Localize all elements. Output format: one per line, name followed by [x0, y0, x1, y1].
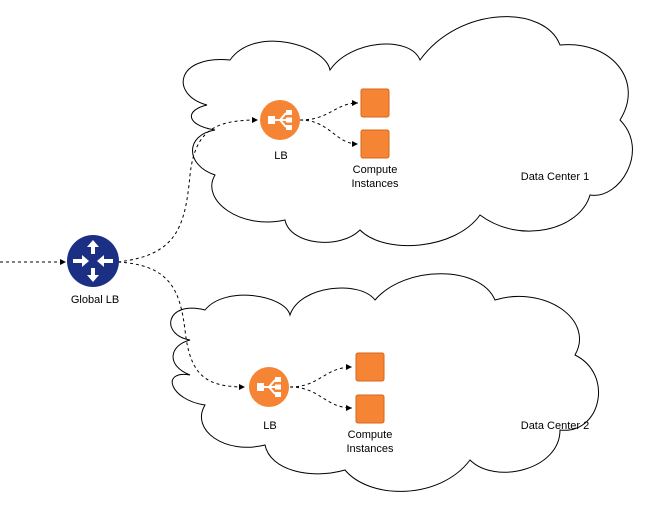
compute-instance-icon[interactable]	[355, 352, 385, 382]
data-center-1-cloud	[182, 16, 633, 247]
lb-2-label: LB	[263, 420, 276, 432]
data-center-1-label: Data Center 1	[521, 171, 589, 183]
edge-lb-2-to-instance-2	[289, 386, 353, 411]
compute-instance-icon[interactable]	[360, 129, 390, 159]
edge-global-lb-to-lb-1	[117, 117, 259, 263]
load-balancer-icon	[260, 100, 300, 140]
compute-instance-icon[interactable]	[355, 394, 385, 424]
edge-lb-1-to-instance-2	[299, 119, 359, 147]
data-center-1: LB Compute Instances Data Center 1	[260, 88, 589, 190]
global-lb-label: Global LB	[71, 294, 119, 306]
instances-2-label-line1: Compute	[348, 429, 393, 441]
instances-2-label-line2: Instances	[346, 443, 394, 455]
lb-2-node[interactable]: LB	[249, 367, 289, 432]
lb-1-node[interactable]: LB	[260, 100, 300, 162]
edge-lb-2-to-instance-1	[289, 364, 353, 388]
global-lb-node[interactable]: Global LB	[67, 235, 119, 306]
data-center-2-cloud	[170, 273, 599, 492]
lb-1-label: LB	[274, 150, 287, 162]
instances-1-label-line1: Compute	[353, 164, 398, 176]
compute-instance-icon[interactable]	[360, 88, 390, 118]
router-icon	[67, 235, 119, 287]
data-center-2: LB Compute Instances Data Center 2	[249, 352, 589, 455]
load-balancer-icon	[249, 367, 289, 407]
instances-1-label-line2: Instances	[351, 178, 399, 190]
edge-lb-1-to-instance-1	[299, 100, 359, 121]
edge-global-lb-to-lb-2	[117, 261, 246, 390]
data-center-2-label: Data Center 2	[521, 420, 589, 432]
connectors	[0, 100, 359, 411]
